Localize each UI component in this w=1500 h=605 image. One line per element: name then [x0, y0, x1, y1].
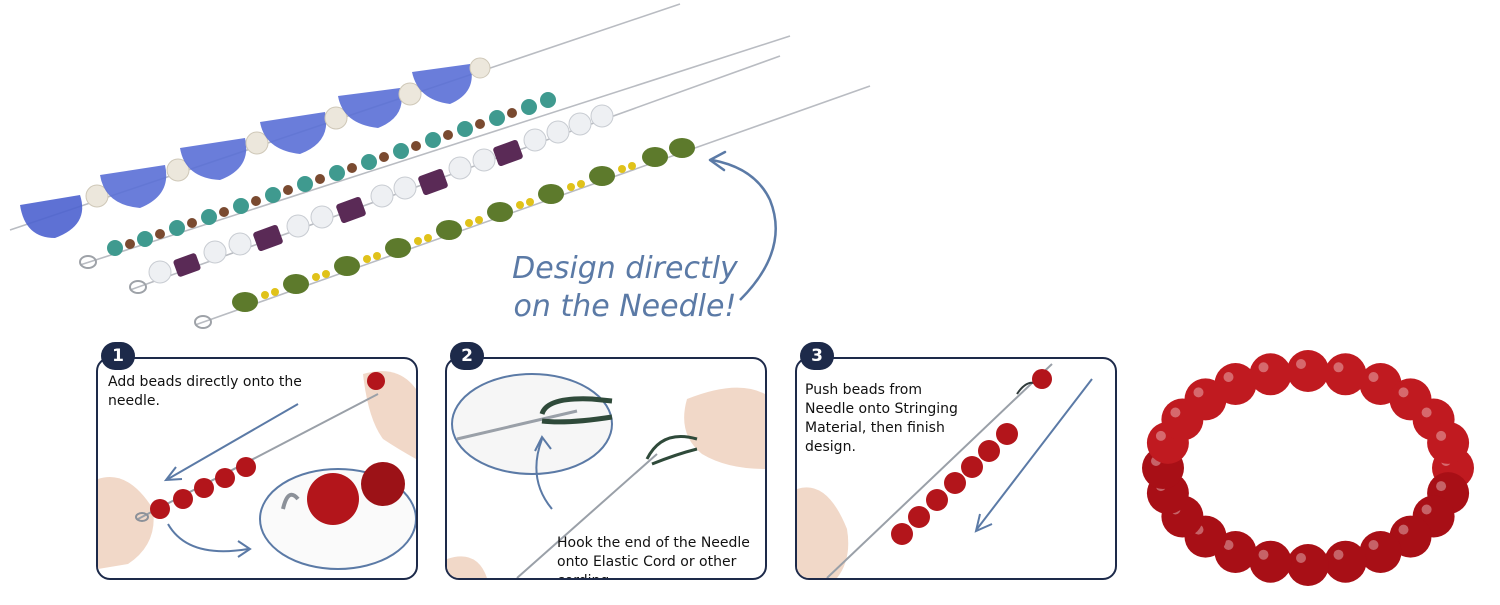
bracelet-bead: [1249, 353, 1292, 396]
bead-highlight: [1436, 481, 1447, 492]
callout-line-1: Design directly: [512, 251, 738, 286]
bead-highlight: [1223, 540, 1234, 550]
bead-highlight: [1398, 387, 1409, 398]
callout-line-2: on the Needle!: [513, 289, 737, 324]
bracelet-bead: [1287, 544, 1329, 586]
design-callout: Design directly on the Needle!: [505, 250, 745, 326]
bead-highlight: [1333, 362, 1344, 373]
bead-highlight: [1333, 549, 1344, 560]
bead-highlight: [1296, 553, 1306, 563]
turquoise-bronze-strand: [107, 92, 556, 256]
bead-highlight: [1368, 540, 1379, 550]
bead-highlight: [1368, 372, 1379, 382]
bracelet-illustration: [1142, 350, 1474, 586]
step-2-panel: Hook the end of the Needle onto Elastic …: [445, 357, 767, 580]
needles-illustration: [9, 3, 871, 329]
bead-highlight: [1258, 362, 1269, 373]
bracelet-bead: [1324, 353, 1367, 396]
step-2-illustration: [447, 373, 765, 578]
step-3-text: Push beads from Needle onto Stringing Ma…: [805, 382, 958, 455]
blue-crystal-strand: [20, 57, 491, 238]
step-3-panel: Push beads from Needle onto Stringing Ma…: [795, 357, 1117, 580]
bracelet-bead: [1324, 540, 1367, 583]
red-bead-bracelet-image: [1140, 350, 1500, 600]
curved-arrow-icon: [708, 150, 777, 301]
bead-highlight: [1170, 407, 1181, 418]
bead-highlight: [1193, 387, 1204, 398]
bead-highlight: [1155, 430, 1166, 441]
bead-highlight: [1398, 524, 1409, 535]
bead-highlight: [1223, 372, 1234, 382]
bracelet-bead: [1287, 350, 1329, 392]
step-1-text: Add beads directly onto the needle.: [108, 374, 302, 409]
green-yellow-strand: [232, 138, 695, 312]
step-2-badge: 2: [450, 342, 484, 370]
bead-highlight: [1296, 359, 1306, 369]
step-1-badge: 1: [101, 342, 135, 370]
step-1-illustration: [98, 371, 416, 570]
bead-highlight: [1421, 407, 1432, 418]
clear-amethyst-strand: [148, 104, 614, 284]
bracelet-bead: [1249, 540, 1292, 583]
step-3-illustration: [797, 363, 1093, 578]
step-2-text: Hook the end of the Needle onto Elastic …: [557, 535, 750, 578]
bead-highlight: [1436, 430, 1447, 441]
bracelet-bead: [1427, 421, 1470, 464]
step-1-panel: Add beads directly onto the needle.: [96, 357, 418, 580]
bracelet-bead: [1214, 363, 1257, 405]
bead-highlight: [1258, 549, 1269, 560]
bracelet-bead: [1359, 531, 1402, 573]
beaded-needles-image: [0, 0, 880, 340]
bead-highlight: [1421, 504, 1432, 515]
step-3-badge: 3: [800, 342, 834, 370]
